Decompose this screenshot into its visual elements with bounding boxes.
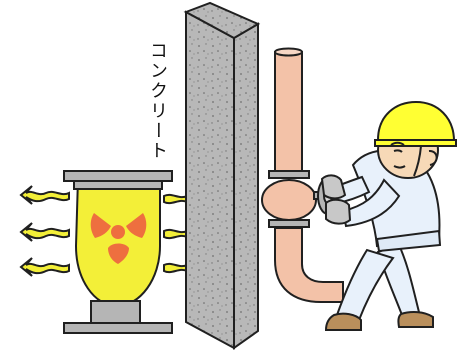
concrete-wall [186, 3, 258, 348]
concrete-label: コンクリート [142, 16, 166, 186]
worker-helmet [378, 102, 454, 141]
left-arrow-top [21, 186, 69, 204]
worker-boot-back [398, 312, 433, 327]
radiation-arrows-left [21, 186, 69, 276]
left-arrow-middle [21, 223, 69, 241]
wall-side [234, 24, 258, 348]
pipe-top-cap [275, 49, 302, 56]
wall-front [186, 12, 234, 348]
valve-body [262, 180, 316, 220]
pipe-lower-bend [275, 228, 343, 302]
container-body [76, 178, 160, 306]
trefoil-center [111, 225, 125, 239]
valve-upper-flange [269, 171, 309, 178]
worker-front-leg [337, 250, 393, 320]
worker-ear [429, 151, 437, 165]
container-base [64, 323, 172, 333]
radiation-container [64, 171, 172, 333]
pipe-vertical-top [275, 52, 302, 177]
left-arrow-bottom [21, 258, 69, 276]
glove-upper [322, 175, 345, 198]
glove-lower [326, 200, 350, 224]
worker-boot-front [326, 314, 361, 330]
valve-lower-flange [269, 220, 309, 227]
worker-helmet-brim [375, 140, 456, 146]
